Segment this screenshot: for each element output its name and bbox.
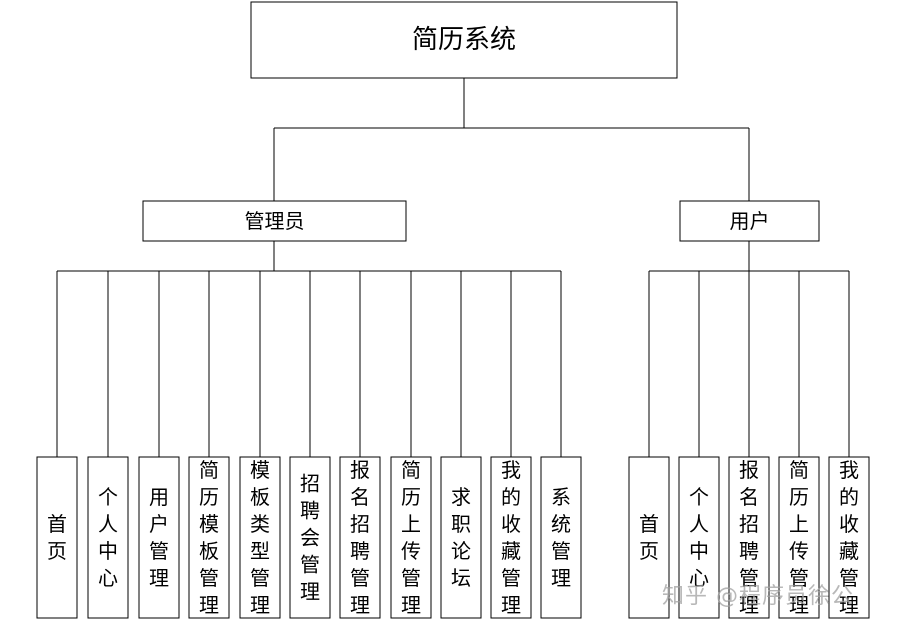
user-node-label: 用户 [730, 209, 770, 233]
user-child-2: 报名招聘管理 [728, 456, 770, 619]
admin-child-3-label: 简历模板管理 [199, 458, 219, 617]
admin-child-0-box [36, 456, 78, 619]
admin-child-4-box [239, 456, 281, 619]
admin-child-10: 系统管理 [540, 456, 582, 619]
admin-child-5-box [289, 456, 331, 619]
admin-child-2-label: 用户管理 [149, 485, 169, 590]
root-node-box [250, 1, 678, 79]
admin-child-2-box [138, 456, 180, 619]
user-child-0-label: 首页 [639, 512, 659, 563]
admin-child-6: 报名招聘管理 [339, 456, 381, 619]
user-child-4-label: 我的收藏管理 [839, 458, 859, 617]
root-node: 简历系统 [250, 1, 678, 79]
admin-child-10-box [540, 456, 582, 619]
user-child-1: 个人中心 [678, 456, 720, 619]
user-child-4: 我的收藏管理 [828, 456, 870, 619]
admin-child-4-label: 模板类型管理 [250, 458, 270, 617]
root-node-label: 简历系统 [412, 25, 516, 55]
admin-child-3-box [188, 456, 230, 619]
user-child-3-label: 简历上传管理 [789, 458, 809, 617]
user-node-box [679, 200, 820, 242]
admin-node-box [142, 200, 407, 242]
admin-child-7: 简历上传管理 [390, 456, 432, 619]
admin-child-0: 首页 [36, 456, 78, 619]
user-child-1-label: 个人中心 [689, 485, 709, 590]
admin-child-8-box [440, 456, 482, 619]
admin-child-6-label: 报名招聘管理 [350, 458, 370, 617]
user-child-3-box [778, 456, 820, 619]
user-node: 用户 [679, 200, 820, 242]
admin-child-4: 模板类型管理 [239, 456, 281, 619]
admin-child-2: 用户管理 [138, 456, 180, 619]
user-child-2-label: 报名招聘管理 [739, 458, 759, 617]
admin-child-3: 简历模板管理 [188, 456, 230, 619]
admin-child-1-label: 个人中心 [98, 485, 118, 590]
user-child-3: 简历上传管理 [778, 456, 820, 619]
user-child-2-box [728, 456, 770, 619]
admin-child-1: 个人中心 [87, 456, 129, 619]
user-child-1-box [678, 456, 720, 619]
admin-child-8-label: 求职论坛 [451, 485, 471, 590]
connector-lines [56, 78, 850, 457]
admin-child-5-label: 招聘会管理 [300, 472, 320, 604]
admin-child-0-label: 首页 [47, 512, 67, 563]
admin-node: 管理员 [142, 200, 407, 242]
admin-child-7-label: 简历上传管理 [401, 458, 421, 617]
watermark-text: 知乎 @程序员徐公 [662, 584, 854, 609]
admin-child-10-label: 系统管理 [551, 485, 571, 590]
admin-child-9-box [490, 456, 532, 619]
admin-child-8: 求职论坛 [440, 456, 482, 619]
admin-node-label: 管理员 [245, 209, 305, 233]
user-child-4-box [828, 456, 870, 619]
admin-child-5: 招聘会管理 [289, 456, 331, 619]
user-child-0: 首页 [628, 456, 670, 619]
admin-child-7-box [390, 456, 432, 619]
admin-child-9-label: 我的收藏管理 [501, 458, 521, 617]
admin-child-9: 我的收藏管理 [490, 456, 532, 619]
user-child-0-box [628, 456, 670, 619]
admin-child-1-box [87, 456, 129, 619]
admin-child-6-box [339, 456, 381, 619]
